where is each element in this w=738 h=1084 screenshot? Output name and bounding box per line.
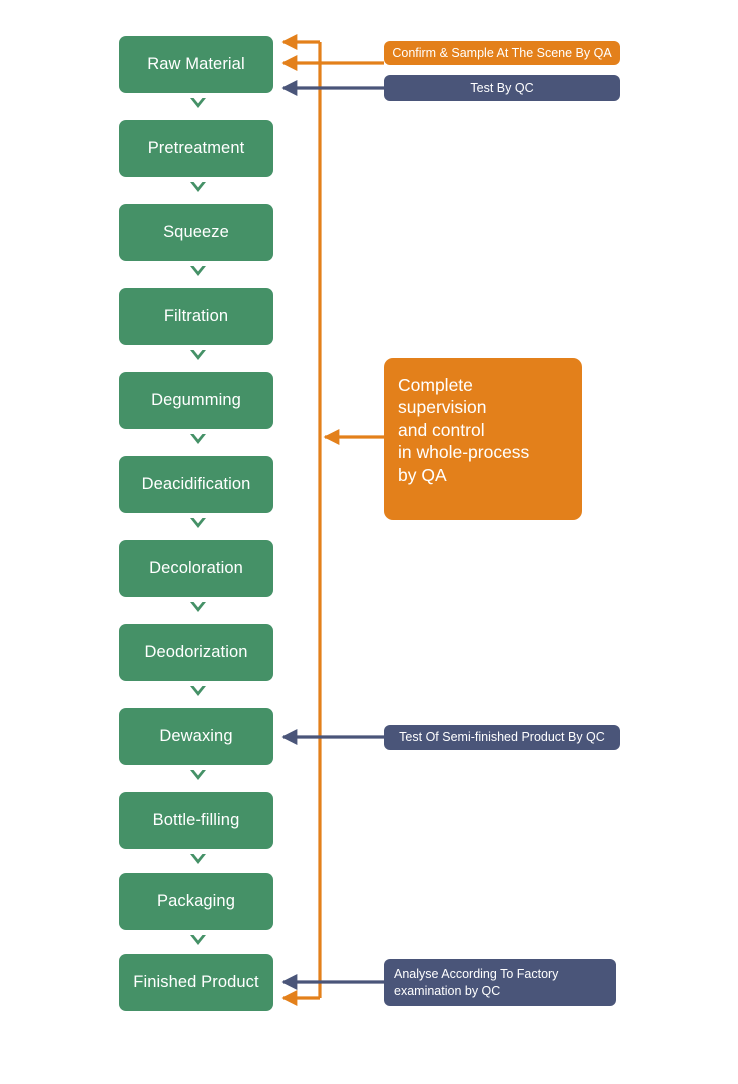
process-box-pretreatment[interactable]: Pretreatment [119,120,273,177]
chevron-down-icon [189,768,207,782]
process-box-degumming[interactable]: Degumming [119,372,273,429]
process-box-squeeze[interactable]: Squeeze [119,204,273,261]
process-box-finished-product[interactable]: Finished Product [119,954,273,1011]
note-analyse-factory-examination-by-qc[interactable]: Analyse According To Factory examination… [384,959,616,1006]
chevron-down-icon [189,933,207,947]
chevron-down-icon [189,684,207,698]
process-box-bottle-filling[interactable]: Bottle-filling [119,792,273,849]
chevron-down-icon [189,432,207,446]
process-box-dewaxing[interactable]: Dewaxing [119,708,273,765]
process-box-filtration[interactable]: Filtration [119,288,273,345]
chevron-down-icon [189,600,207,614]
chevron-down-icon [189,348,207,362]
qa-supervision-panel[interactable]: Complete supervision and control in whol… [384,358,582,520]
process-box-packaging[interactable]: Packaging [119,873,273,930]
note-test-by-qc[interactable]: Test By QC [384,75,620,101]
qa-supervision-spine [281,34,322,1006]
chevron-down-icon [189,852,207,866]
process-box-deacidification[interactable]: Deacidification [119,456,273,513]
process-box-raw-material[interactable]: Raw Material [119,36,273,93]
note-confirm-sample-by-qa[interactable]: Confirm & Sample At The Scene By QA [384,41,620,65]
note-test-semi-finished-product-by-qc[interactable]: Test Of Semi-finished Product By QC [384,725,620,750]
chevron-down-icon [189,96,207,110]
chevron-down-icon [189,264,207,278]
chevron-down-icon [189,180,207,194]
chevron-down-icon [189,516,207,530]
process-box-deodorization[interactable]: Deodorization [119,624,273,681]
process-box-decoloration[interactable]: Decoloration [119,540,273,597]
